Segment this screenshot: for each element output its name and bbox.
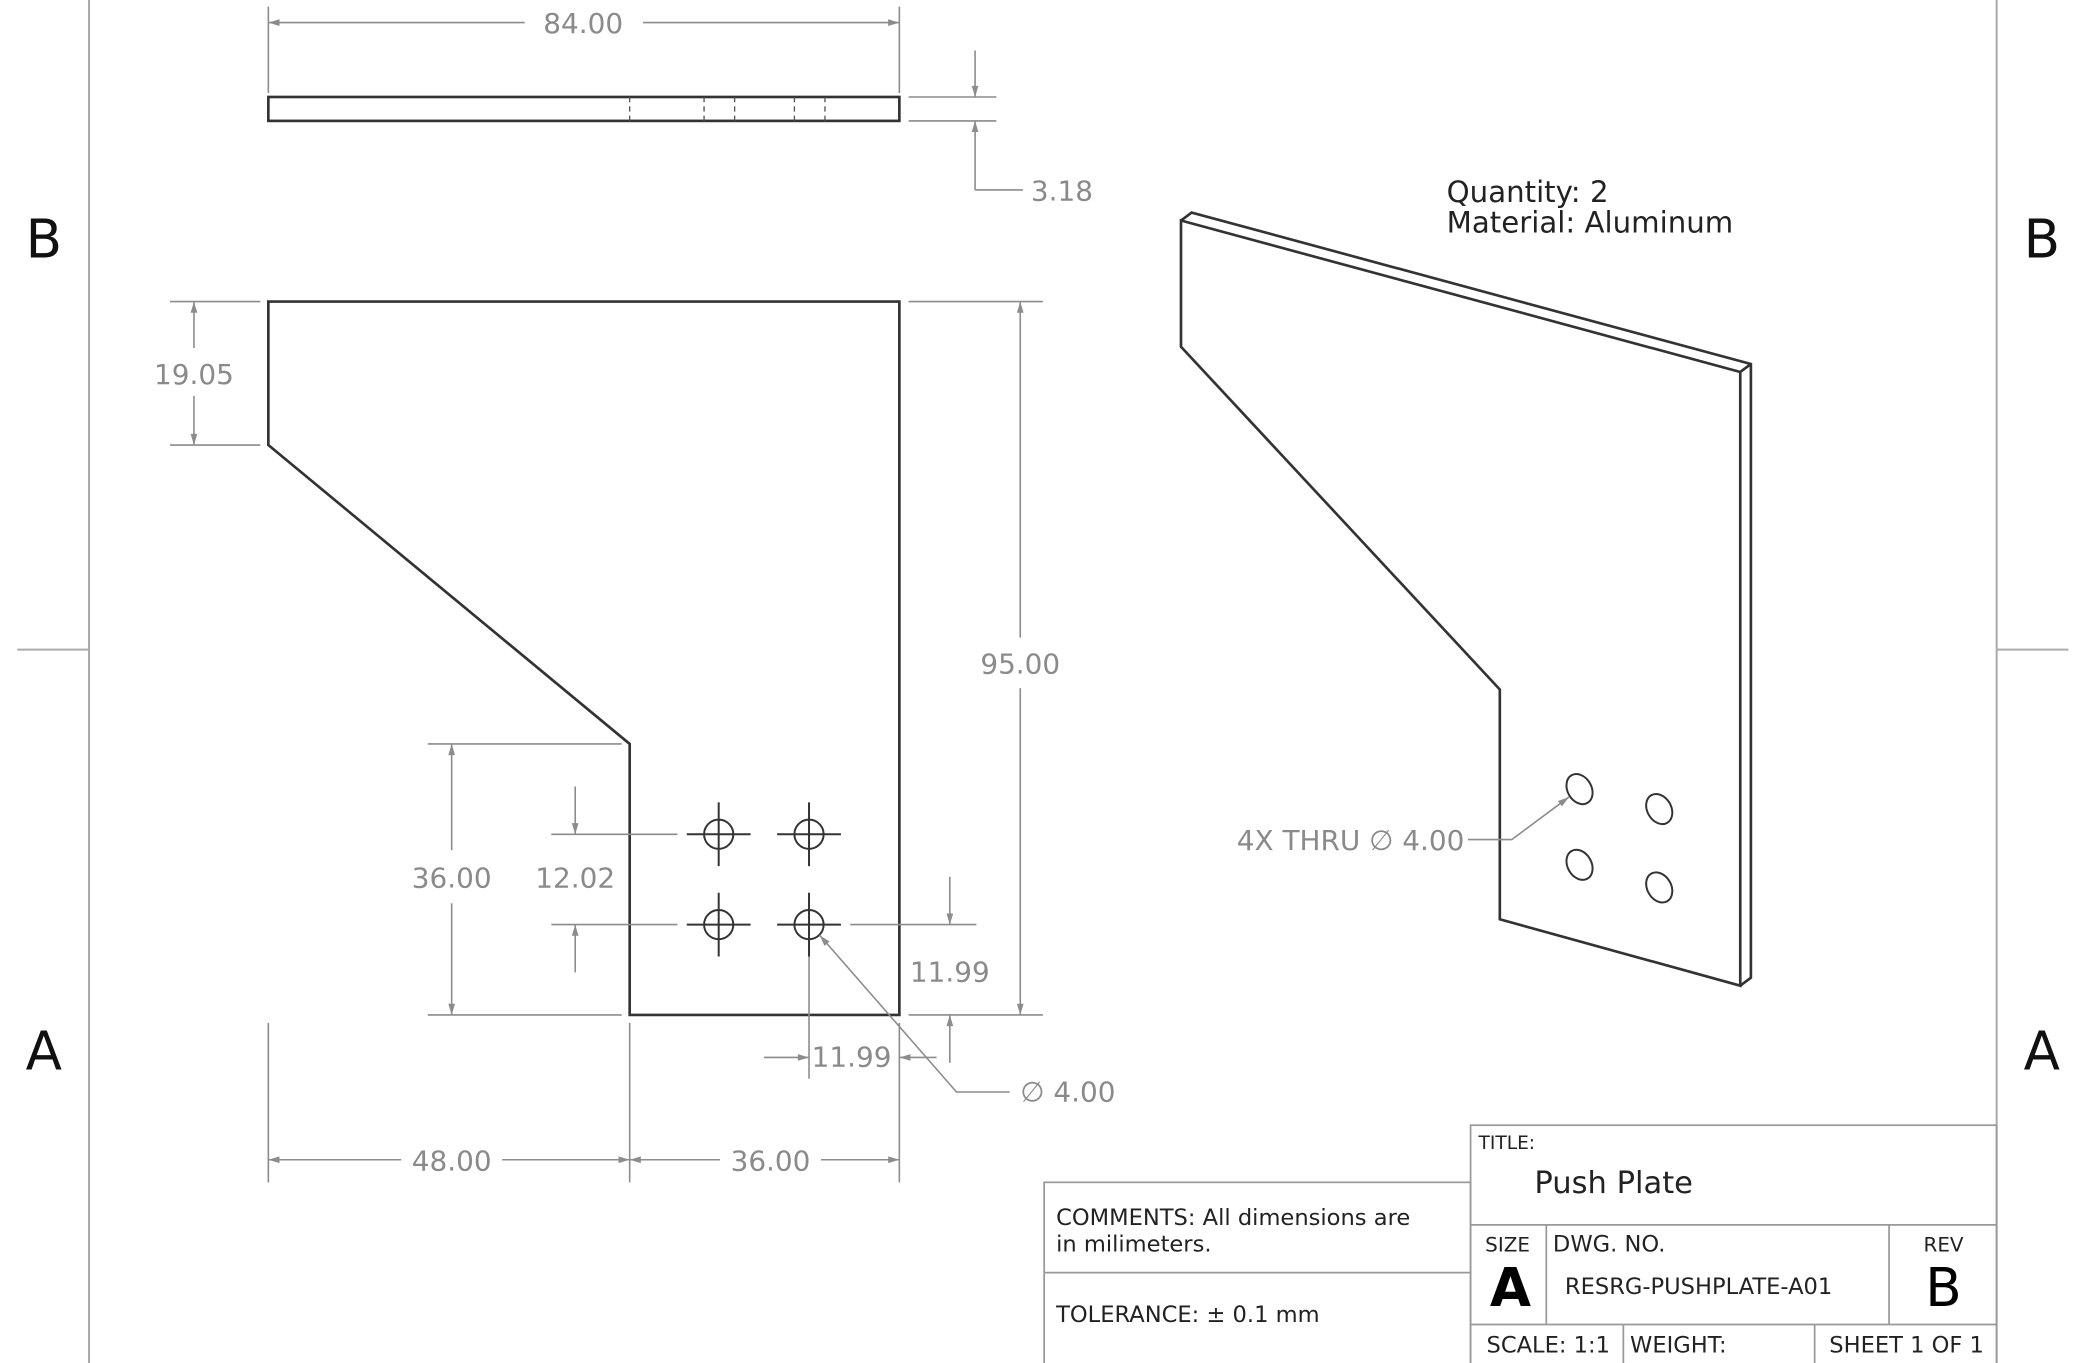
front-view	[170, 300, 1043, 1183]
dim-left-width: 48.00	[412, 1144, 492, 1177]
top-view	[267, 6, 1023, 191]
revision: B	[1925, 1257, 1961, 1319]
zone-label-a-right: A	[2024, 1020, 2060, 1082]
size-label: SIZE	[1485, 1233, 1530, 1256]
tolerance: TOLERANCE: ± 0.1 mm	[1055, 1302, 1320, 1328]
dwg-no: RESRG-PUSHPLATE-A01	[1565, 1274, 1832, 1300]
zone-label-b-right: B	[2024, 209, 2060, 271]
dim-tab-width: 36.00	[731, 1144, 811, 1177]
comments-line-1: COMMENTS: All dimensions are	[1056, 1205, 1410, 1231]
dim-hole-edge-vertical: 11.99	[910, 956, 990, 989]
title-label: TITLE:	[1478, 1133, 1536, 1154]
dim-overall-height: 95.00	[980, 648, 1060, 681]
sheet-number: SHEET 1 OF 1	[1829, 1332, 1984, 1358]
dim-tab-height: 36.00	[412, 861, 492, 894]
dim-hole-spacing-vertical: 12.02	[535, 861, 615, 894]
isometric-view	[1179, 211, 1753, 988]
dim-top-offset: 19.05	[154, 358, 234, 391]
comments-line-2: in milimeters.	[1056, 1231, 1211, 1257]
sheet-size: A	[1490, 1257, 1531, 1319]
zone-label-b-left: B	[26, 209, 62, 271]
zone-label-a-left: A	[26, 1020, 62, 1082]
title-block	[1043, 1124, 1998, 1363]
material-note: Material: Aluminum	[1447, 205, 1734, 239]
dim-thickness: 3.18	[1031, 175, 1093, 208]
dim-overall-width: 84.00	[543, 7, 623, 40]
dim-hole-edge-horizontal: 11.99	[812, 1041, 892, 1074]
scale: SCALE: 1:1	[1487, 1332, 1611, 1358]
hole-markers	[686, 802, 841, 957]
weight: WEIGHT:	[1630, 1332, 1727, 1358]
drawing-title: Push Plate	[1534, 1166, 1693, 1201]
dim-hole-diameter: ∅ 4.00	[1020, 1075, 1115, 1108]
dwg-no-label: DWG. NO.	[1553, 1231, 1665, 1257]
hole-callout: 4X THRU ∅ 4.00	[1237, 824, 1465, 857]
rev-label: REV	[1923, 1233, 1963, 1256]
quantity-note: Quantity: 2	[1447, 175, 1609, 209]
